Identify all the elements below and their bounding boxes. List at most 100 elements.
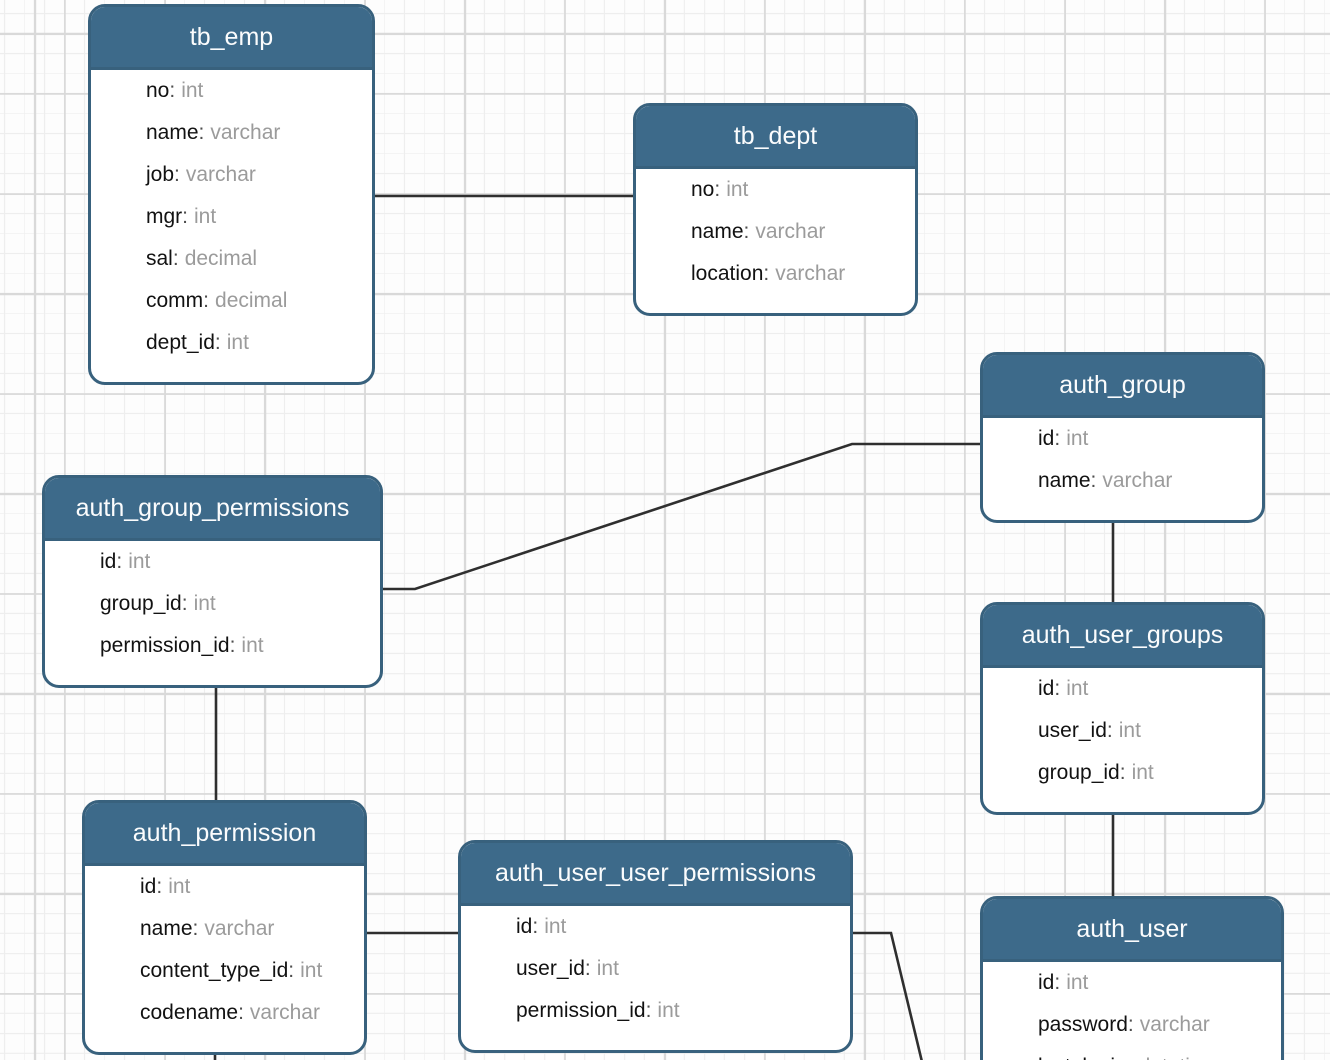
relationship-line-auth-group-permissions-auth-group (378, 442, 985, 591)
field-type: varchar (204, 917, 275, 940)
field-separator: : (192, 917, 199, 940)
table-tb-emp[interactable]: tb_emp no:int name:varchar job:varchar m… (88, 4, 375, 385)
field-separator: : (532, 915, 539, 938)
relationship-line-auth-user-user-permissions-offcanvas (848, 931, 923, 1060)
field-row: comm:decimal (91, 280, 364, 322)
field-type: decimal (184, 247, 258, 270)
field-separator: : (229, 634, 236, 657)
field-separator: : (198, 121, 205, 144)
table-auth-user-user-permissions[interactable]: auth_user_user_permissions id:int user_i… (458, 840, 853, 1053)
field-type: int (181, 79, 204, 102)
field-row: permission_id:int (45, 625, 372, 667)
table-fields: id:int name:varchar content_type_id:int … (85, 866, 364, 1052)
field-row: sal:decimal (91, 238, 364, 280)
field-name: user_id (1038, 719, 1107, 742)
field-row: name:varchar (636, 211, 907, 253)
field-name: mgr (146, 205, 183, 228)
field-row: id:int (85, 866, 356, 908)
field-row: id:int (983, 418, 1254, 460)
field-type: int (194, 205, 217, 228)
field-separator: : (1054, 971, 1061, 994)
field-type: varchar (755, 220, 826, 243)
field-row: id:int (983, 668, 1254, 710)
field-name: id (1038, 971, 1055, 994)
field-type: int (657, 999, 680, 1022)
field-row: name:varchar (85, 908, 356, 950)
field-name: group_id (100, 592, 182, 615)
field-separator: : (1106, 719, 1113, 742)
table-fields: no:int name:varchar location:varchar (636, 169, 915, 313)
field-separator: : (181, 592, 188, 615)
table-fields: no:int name:varchar job:varchar mgr:int … (91, 70, 372, 382)
field-type: int (226, 331, 249, 354)
field-separator: : (214, 331, 221, 354)
field-separator: : (1127, 1013, 1134, 1036)
field-separator: : (182, 205, 189, 228)
field-name: name (140, 917, 193, 940)
field-separator: : (1054, 677, 1061, 700)
table-auth-user-groups[interactable]: auth_user_groups id:int user_id:int grou… (980, 602, 1265, 815)
field-name: password (1038, 1013, 1128, 1036)
field-row: password:varchar (983, 1004, 1273, 1046)
field-row: content_type_id:int (85, 950, 356, 992)
field-name: id (100, 550, 117, 573)
field-name: id (1038, 677, 1055, 700)
table-title[interactable]: auth_user_user_permissions (461, 843, 850, 906)
field-row: name:varchar (91, 112, 364, 154)
field-separator: : (1090, 469, 1097, 492)
table-title[interactable]: auth_permission (85, 803, 364, 866)
field-row: name:varchar (983, 460, 1254, 502)
field-row: no:int (91, 70, 364, 112)
field-row: job:varchar (91, 154, 364, 196)
field-type: varchar (1102, 469, 1173, 492)
field-separator: : (174, 163, 180, 186)
field-row: last_login:datetime (983, 1046, 1273, 1060)
table-auth-group[interactable]: auth_group id:int name:varchar (980, 352, 1265, 523)
field-name: permission_id (100, 634, 230, 657)
field-name: dept_id (146, 331, 215, 354)
field-name: id (516, 915, 533, 938)
field-type: int (596, 957, 619, 980)
field-type: int (300, 959, 323, 982)
field-name: id (140, 875, 157, 898)
field-row: group_id:int (983, 752, 1254, 794)
table-title[interactable]: auth_group_permissions (45, 478, 380, 541)
field-row: permission_id:int (461, 990, 842, 1032)
field-type: int (1131, 761, 1154, 784)
table-fields: id:int password:varchar last_login:datet… (983, 962, 1281, 1060)
field-name: no (146, 79, 170, 102)
field-type: varchar (249, 1001, 320, 1024)
field-row: id:int (983, 962, 1273, 1004)
field-separator: : (169, 79, 176, 102)
table-fields: id:int group_id:int permission_id:int (45, 541, 380, 685)
field-row: group_id:int (45, 583, 372, 625)
field-name: name (691, 220, 744, 243)
field-name: group_id (1038, 761, 1120, 784)
field-separator: : (238, 1001, 244, 1024)
field-type: int (1118, 719, 1141, 742)
field-separator: : (1127, 1055, 1133, 1060)
field-type: varchar (1139, 1013, 1210, 1036)
table-tb-dept[interactable]: tb_dept no:int name:varchar location:var… (633, 103, 918, 316)
table-auth-permission[interactable]: auth_permission id:int name:varchar cont… (82, 800, 367, 1055)
table-title[interactable]: auth_user_groups (983, 605, 1262, 668)
table-auth-user[interactable]: auth_user id:int password:varchar last_l… (980, 896, 1284, 1060)
table-title[interactable]: tb_emp (91, 7, 372, 70)
field-row: codename:varchar (85, 992, 356, 1034)
table-title[interactable]: auth_group (983, 355, 1262, 418)
field-separator: : (1119, 761, 1126, 784)
field-type: int (1066, 427, 1089, 450)
field-name: sal (146, 247, 173, 270)
field-type: int (241, 634, 264, 657)
field-separator: : (763, 262, 770, 285)
table-title[interactable]: tb_dept (636, 106, 915, 169)
field-separator: : (743, 220, 750, 243)
field-type: int (1066, 677, 1089, 700)
field-row: location:varchar (636, 253, 907, 295)
field-name: codename (140, 1001, 239, 1024)
field-separator: : (1054, 427, 1061, 450)
table-auth-group-permissions[interactable]: auth_group_permissions id:int group_id:i… (42, 475, 383, 688)
table-title[interactable]: auth_user (983, 899, 1281, 962)
field-type: varchar (210, 121, 281, 144)
